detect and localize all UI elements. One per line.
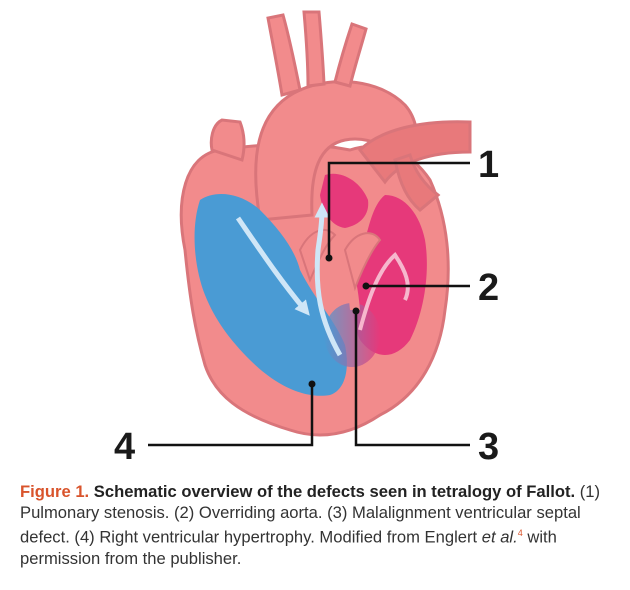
aorta-arch [254, 80, 419, 222]
right-atrium-ventricle [194, 194, 347, 396]
caption-body-end: with permission from the publisher. [20, 527, 557, 568]
carotid-artery [302, 10, 326, 88]
caption-body: (1) Pulmonary stenosis. (2) Overriding a… [20, 482, 601, 547]
leader-dot-2 [362, 282, 370, 290]
right-return-arrow [314, 202, 343, 357]
leader-dot-3 [352, 307, 360, 315]
right-flow-arrow [235, 216, 310, 316]
label-3: 3 [478, 426, 499, 468]
label-4: 4 [114, 426, 135, 468]
left-atrium [320, 173, 369, 228]
label-2: 2 [478, 267, 499, 309]
brachiocephalic-artery [266, 13, 302, 97]
figure-caption: Figure 1. Schematic overview of the defe… [20, 481, 612, 569]
label-1: 1 [478, 144, 499, 186]
aortic-valve [343, 232, 382, 292]
superior-vena-cava [209, 118, 246, 162]
interventricular-septum [330, 236, 360, 310]
caption-et-al: et al. [481, 527, 518, 547]
citation-link[interactable]: 4 [517, 528, 523, 538]
leader-line-3 [354, 311, 470, 447]
caption-title: Schematic overview of the defects seen i… [89, 482, 576, 501]
figure-label: Figure 1. [20, 482, 90, 501]
leader-dot-4 [308, 380, 316, 388]
tetralogy-of-fallot-heart-diagram: 1 2 3 4 [114, 10, 499, 468]
leader-line-4 [148, 384, 314, 447]
subclavian-artery [333, 22, 368, 88]
leader-line-1 [327, 161, 470, 258]
leader-dot-1 [325, 254, 333, 262]
pulmonary-artery-branch [393, 153, 441, 212]
